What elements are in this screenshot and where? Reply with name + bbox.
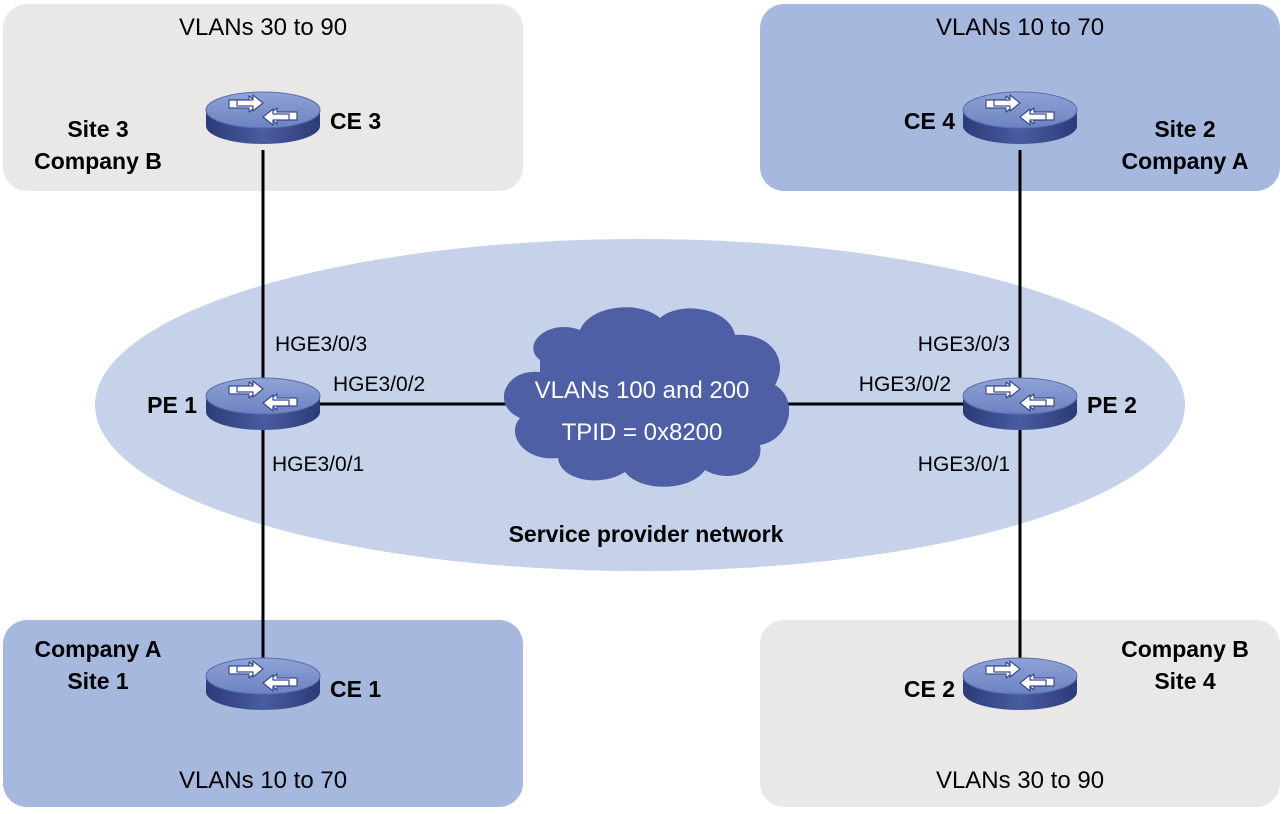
site3-name-label: Site 3 xyxy=(67,116,128,142)
site4-name-label: Site 4 xyxy=(1154,668,1216,694)
pe2-port-hge1-label: HGE3/0/1 xyxy=(918,453,1010,476)
switch-icon xyxy=(962,91,1078,145)
pe1-port-hge2-label: HGE3/0/2 xyxy=(333,373,425,396)
site1-box xyxy=(3,620,523,807)
site1-name-label: Site 1 xyxy=(67,668,129,694)
pe1-port-hge1-label: HGE3/0/1 xyxy=(272,453,364,476)
switch-icon xyxy=(205,657,321,711)
ce2-label: CE 2 xyxy=(904,676,955,702)
ce4-label: CE 4 xyxy=(904,108,955,134)
site2-company-label: Company A xyxy=(1122,148,1249,174)
switch-icon xyxy=(205,377,321,431)
site3-vlans-label: VLANs 30 to 90 xyxy=(179,14,347,41)
links xyxy=(261,150,1022,670)
ce1-label: CE 1 xyxy=(330,676,381,702)
cloud-icon xyxy=(503,307,790,487)
site4-vlans-label: VLANs 30 to 90 xyxy=(936,767,1104,794)
site4-box xyxy=(760,620,1280,807)
pe2-label: PE 2 xyxy=(1087,392,1137,418)
pe2-port-hge2-label: HGE3/0/2 xyxy=(859,373,951,396)
site1-vlans-label: VLANs 10 to 70 xyxy=(179,767,347,794)
site3-company-label: Company B xyxy=(34,148,162,174)
switch-icon xyxy=(962,657,1078,711)
ce3-label: CE 3 xyxy=(330,108,381,134)
site1-company-label: Company A xyxy=(35,636,162,662)
cloud-tpid-label: TPID = 0x8200 xyxy=(562,419,723,446)
pe1-label: PE 1 xyxy=(147,392,197,418)
pe2-port-hge3-label: HGE3/0/3 xyxy=(918,333,1010,356)
cloud-vlans-label: VLANs 100 and 200 xyxy=(535,377,750,404)
switch-icon xyxy=(962,377,1078,431)
switch-icon xyxy=(205,91,321,145)
service-provider-label: Service provider network xyxy=(509,521,784,547)
site2-name-label: Site 2 xyxy=(1154,116,1215,142)
pe1-port-hge3-label: HGE3/0/3 xyxy=(275,333,367,356)
site4-company-label: Company B xyxy=(1121,636,1249,662)
site2-vlans-label: VLANs 10 to 70 xyxy=(936,14,1104,41)
